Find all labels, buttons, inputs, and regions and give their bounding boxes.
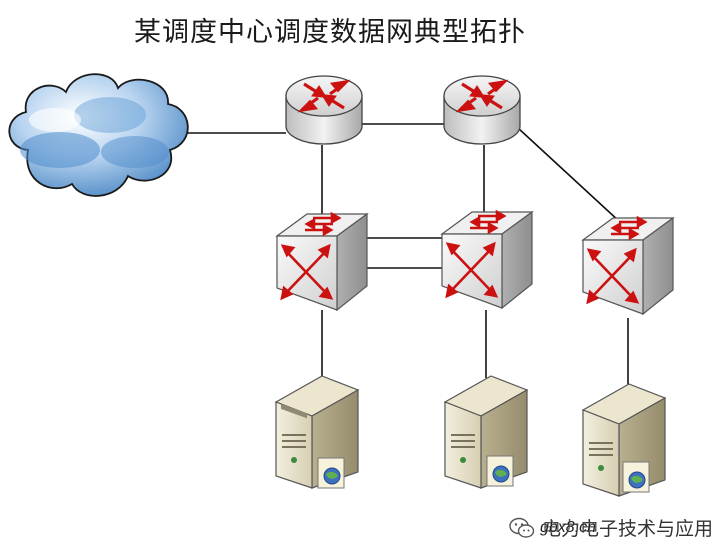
server-3-doc-icon bbox=[622, 461, 650, 493]
switch-1-icon bbox=[275, 211, 369, 312]
diagram-title: 某调度中心调度数据网典型拓扑 bbox=[134, 17, 526, 48]
cloud-icon bbox=[8, 73, 189, 197]
server-2-icon bbox=[443, 375, 529, 489]
watermark-url: gbx8.cn bbox=[540, 519, 597, 536]
switch-3-icon bbox=[581, 215, 675, 316]
watermark-text: 电力电子技术与应用 bbox=[542, 518, 714, 540]
link-router-2-switch-3 bbox=[517, 127, 621, 223]
router-1-icon bbox=[285, 75, 363, 145]
server-1-icon bbox=[274, 375, 360, 489]
wechat-icon bbox=[509, 517, 535, 538]
server-3-icon bbox=[581, 383, 667, 497]
connection-lines bbox=[188, 123, 629, 386]
server-1-doc-icon bbox=[317, 457, 345, 489]
server-2-doc-icon bbox=[486, 455, 514, 487]
watermark: 电力电子技术与应用 bbox=[508, 514, 713, 541]
router-2-icon bbox=[443, 75, 521, 145]
switch-2-icon bbox=[440, 209, 534, 310]
